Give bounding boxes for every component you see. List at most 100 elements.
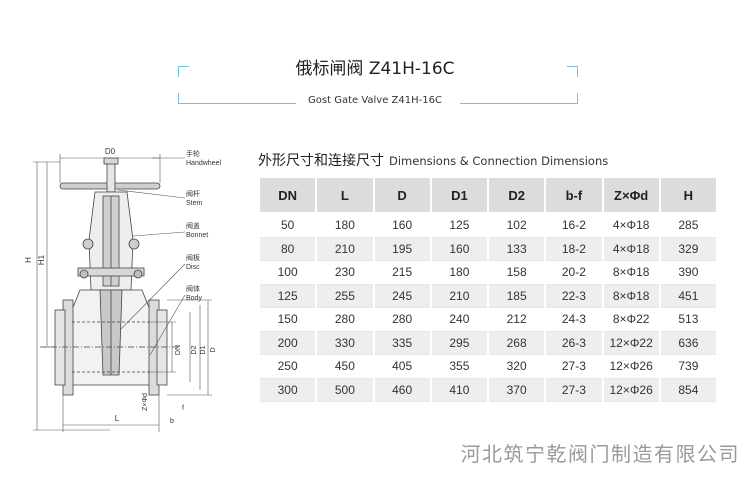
part-label-body-en: Body: [186, 295, 202, 302]
table-cell: 50: [260, 214, 316, 238]
column-header: L: [317, 178, 373, 214]
part-label-stem-en: Stem: [186, 200, 203, 207]
frame-corner: [178, 66, 189, 77]
table-cell: 160: [374, 214, 430, 238]
table-cell: 180: [431, 261, 487, 285]
table-cell: 150: [260, 308, 316, 332]
page-subtitle: Gost Gate Valve Z41H-16C: [308, 95, 442, 106]
table-cell: 200: [260, 331, 316, 355]
table-cell: 370: [489, 378, 545, 402]
table-cell: 255: [317, 284, 373, 308]
table-cell: 280: [317, 308, 373, 332]
table-cell: 12×Φ26: [603, 355, 659, 379]
part-label-body-cn: 阀体: [186, 284, 200, 293]
dim-label-zxphid: Z×Φd: [142, 393, 149, 411]
table-cell: 500: [317, 378, 373, 402]
table-cell: 12×Φ26: [603, 378, 659, 402]
table-cell: 18-2: [546, 237, 602, 261]
table-cell: 250: [260, 355, 316, 379]
dim-label-d: D: [210, 347, 217, 352]
dim-label-dn: DN: [175, 345, 182, 355]
table-cell: 410: [431, 378, 487, 402]
column-header: b-f: [546, 178, 602, 214]
table-cell: 285: [660, 214, 716, 238]
table-cell: 451: [660, 284, 716, 308]
table-cell: 210: [431, 284, 487, 308]
table-cell: 20-2: [546, 261, 602, 285]
table-cell: 16-2: [546, 214, 602, 238]
part-label-bonnet-cn: 阀盖: [186, 221, 200, 230]
table-cell: 22-3: [546, 284, 602, 308]
table-cell: 180: [317, 214, 373, 238]
table-cell: 210: [317, 237, 373, 261]
frame-corner: [567, 66, 578, 77]
table-cell: 513: [660, 308, 716, 332]
table-cell: 80: [260, 237, 316, 261]
table-cell: 100: [260, 261, 316, 285]
table-cell: 245: [374, 284, 430, 308]
table-cell: 125: [431, 214, 487, 238]
section-title-en: Dimensions & Connection Dimensions: [389, 154, 609, 168]
stem-shape: [106, 161, 116, 193]
column-header: H: [660, 178, 716, 214]
part-label-disc-cn: 阀板: [186, 253, 200, 262]
part-label-stem-cn: 阀杆: [186, 189, 200, 198]
table-cell: 280: [374, 308, 430, 332]
table-cell: 4×Φ18: [603, 237, 659, 261]
table-cell: 27-3: [546, 378, 602, 402]
column-header: Z×Φd: [603, 178, 659, 214]
table-cell: 125: [260, 284, 316, 308]
dim-label-b: b: [170, 418, 174, 425]
table-cell: 8×Φ18: [603, 261, 659, 285]
table-cell: 8×Φ22: [603, 308, 659, 332]
frame-line: [460, 103, 578, 104]
part-label-bonnet-en: Bonnet: [186, 232, 208, 239]
dim-label-h1: H1: [37, 254, 46, 265]
column-header: DN: [260, 178, 316, 214]
part-label-handwheel-en: Handwheel: [186, 160, 221, 167]
table-cell: 240: [431, 308, 487, 332]
table-cell: 739: [660, 355, 716, 379]
dim-label-l: L: [115, 414, 120, 423]
dim-label-h: H: [24, 257, 33, 263]
table-cell: 329: [660, 237, 716, 261]
table-cell: 12×Φ22: [603, 331, 659, 355]
table-cell: 24-3: [546, 308, 602, 332]
table-cell: 230: [317, 261, 373, 285]
header-frame: [178, 66, 578, 104]
frame-line: [178, 103, 296, 104]
table-cell: 185: [489, 284, 545, 308]
column-header: D1: [431, 178, 487, 214]
table-cell: 158: [489, 261, 545, 285]
table-cell: 215: [374, 261, 430, 285]
table-cell: 268: [489, 331, 545, 355]
table-cell: 195: [374, 237, 430, 261]
column-header: D2: [489, 178, 545, 214]
dim-label-f: f: [182, 405, 184, 412]
valve-drawing: D0 H H1 L DN D2 D1 D Z×Φd f b 手轮 Handwhe…: [24, 147, 221, 432]
section-title: 外形尺寸和连接尺寸 Dimensions & Connection Dimensi…: [258, 150, 608, 170]
table-cell: 212: [489, 308, 545, 332]
table-cell: 27-3: [546, 355, 602, 379]
table-header-row: DN L D D1 D2 b-f Z×Φd H: [260, 178, 716, 214]
section-title-cn: 外形尺寸和连接尺寸: [258, 153, 384, 169]
table-cell: 335: [374, 331, 430, 355]
table-cell: 8×Φ18: [603, 284, 659, 308]
table-cell: 390: [660, 261, 716, 285]
dim-label-d1: D1: [200, 345, 207, 354]
part-label-handwheel-cn: 手轮: [186, 149, 200, 158]
dim-label-d2: D2: [191, 345, 198, 354]
table-cell: 160: [431, 237, 487, 261]
table-cell: 320: [489, 355, 545, 379]
table-cell: 854: [660, 378, 716, 402]
table-cell: 4×Φ18: [603, 214, 659, 238]
table-cell: 102: [489, 214, 545, 238]
